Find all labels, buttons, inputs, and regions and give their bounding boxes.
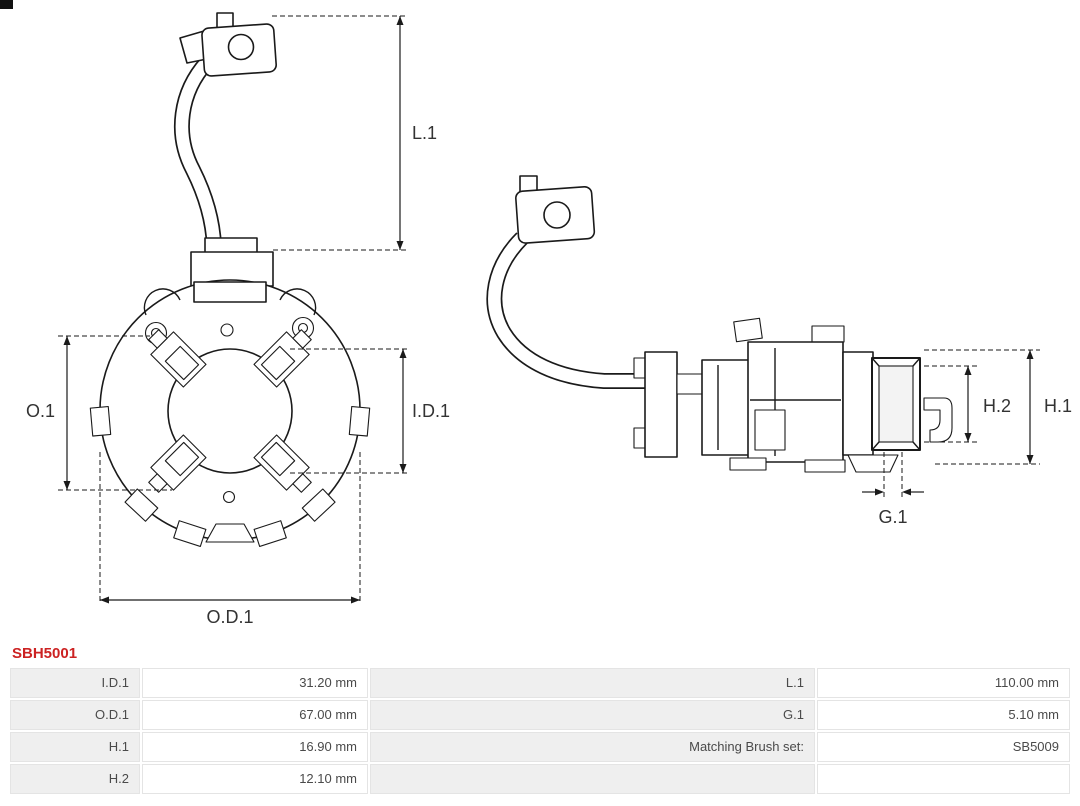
- pin-hole-top: [220, 323, 234, 337]
- inner-bore: [167, 348, 293, 474]
- top-tab: [193, 281, 267, 303]
- clip-block: [633, 351, 708, 458]
- dim-label-h1: H.1: [1044, 396, 1072, 416]
- matching-brush-set-label: Matching Brush set:: [370, 732, 815, 762]
- brush-box-nw: [148, 329, 207, 388]
- dim-h2: H.2: [924, 365, 1011, 443]
- dim-name-cell: H.2: [10, 764, 140, 794]
- side-view-drawing: H.2 H.1 G.1: [486, 175, 1072, 527]
- dim-label-id1: I.D.1: [412, 401, 450, 421]
- dim-value-cell: 110.00 mm: [817, 668, 1070, 698]
- dim-value-cell: 5.10 mm: [817, 700, 1070, 730]
- dim-name-cell: O.D.1: [10, 700, 140, 730]
- dim-label-g1: G.1: [878, 507, 907, 527]
- bolt-hole-side: [543, 201, 571, 229]
- dim-label-o1: O.1: [26, 401, 55, 421]
- brush-box-se: [253, 434, 312, 493]
- dim-name-cell: G.1: [370, 700, 815, 730]
- dim-name-cell: H.1: [10, 732, 140, 762]
- technical-diagram: L.1 O.1 I.D.1 O.D.1: [26, 12, 1072, 627]
- dim-od1: O.D.1: [99, 452, 361, 627]
- terminal-bracket-side: [515, 175, 596, 244]
- scan-corner-mark: [0, 0, 13, 9]
- dim-value-cell: 67.00 mm: [142, 700, 368, 730]
- bottom-notch: [205, 523, 255, 543]
- pin-hole-bottom: [222, 490, 236, 504]
- front-view-drawing: L.1 O.1 I.D.1 O.D.1: [26, 12, 450, 627]
- brush-holder-plate: [89, 279, 371, 548]
- dim-value-cell: 12.10 mm: [142, 764, 368, 794]
- dim-value-cell: 16.90 mm: [142, 732, 368, 762]
- dim-name-cell: I.D.1: [10, 668, 140, 698]
- brush-box-ne: [253, 329, 312, 388]
- matching-brush-set-value: SB5009: [817, 732, 1070, 762]
- dim-label-od1: O.D.1: [206, 607, 253, 627]
- dim-h1: H.1: [924, 349, 1072, 465]
- dim-l1: L.1: [272, 15, 437, 251]
- part-code: SBH5001: [12, 645, 78, 662]
- bolt-hole: [227, 33, 255, 61]
- dimensions-table: I.D.1 31.20 mm L.1 110.00 mm O.D.1 67.00…: [10, 668, 1070, 794]
- dim-value-cell: 31.20 mm: [142, 668, 368, 698]
- dim-label-l1: L.1: [412, 123, 437, 143]
- empty-cell: [817, 764, 1070, 794]
- dim-g1: G.1: [862, 452, 924, 527]
- dim-o1: O.1: [26, 335, 172, 491]
- lead-wire-side: [486, 232, 650, 389]
- connector-block: [190, 237, 274, 287]
- brush: [871, 357, 921, 451]
- empty-cell: [370, 764, 815, 794]
- holder-housing: [701, 317, 953, 473]
- terminal-bracket: [179, 12, 277, 77]
- brush-box-sw: [148, 434, 207, 493]
- dim-name-cell: L.1: [370, 668, 815, 698]
- dim-label-h2: H.2: [983, 396, 1011, 416]
- dim-id1: I.D.1: [290, 348, 450, 474]
- retaining-hook: [923, 397, 953, 443]
